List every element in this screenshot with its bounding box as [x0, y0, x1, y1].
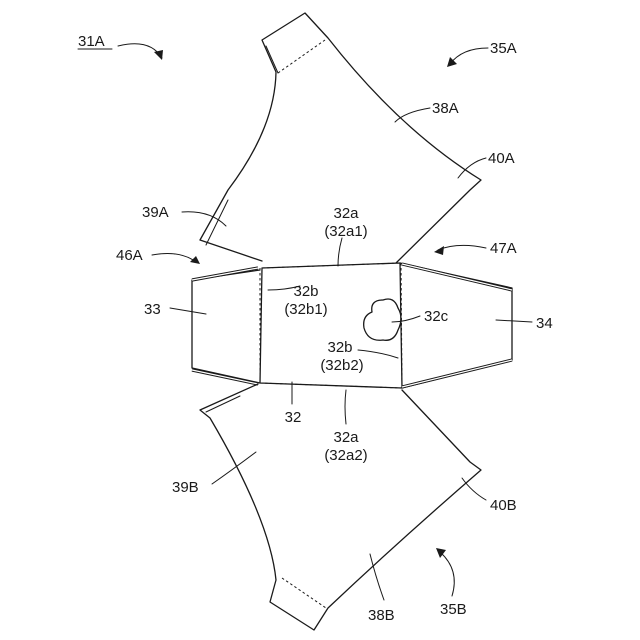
upper-flap-tab-line [266, 46, 278, 73]
lower-flap-fold-line [282, 578, 326, 608]
label-32a-top: 32a [333, 205, 359, 222]
right-panel-34 [400, 263, 512, 388]
arrow-46A [190, 256, 200, 264]
leader-40B [462, 478, 486, 500]
label-32c: 32c [424, 308, 449, 325]
label-32b-bot: 32b [327, 339, 352, 356]
label-32a1: (32a1) [324, 223, 367, 240]
arrow-47A [434, 246, 444, 255]
label-32a2: (32a2) [324, 447, 367, 464]
upper-flap-fold-line [278, 40, 325, 73]
label-32b-top: 32b [293, 283, 318, 300]
label-32b1: (32b1) [284, 301, 327, 318]
leader-33 [170, 308, 206, 314]
leader-47A [438, 245, 486, 250]
leader-35A [450, 48, 488, 64]
label-34: 34 [536, 315, 553, 332]
figure-label-31A: 31A [78, 33, 105, 50]
label-32b2: (32b2) [320, 357, 363, 374]
lower-flap-edge-inner [206, 396, 240, 412]
leader-32a2 [345, 390, 346, 424]
label-35A: 35A [490, 40, 517, 57]
label-40A: 40A [488, 150, 515, 167]
label-32: 32 [285, 409, 302, 426]
left-panel-double-bot-inner [192, 370, 258, 384]
leader-32a1 [338, 238, 342, 266]
leader-46A [152, 254, 196, 262]
leader-32c [392, 316, 420, 322]
label-35B: 35B [440, 601, 467, 618]
left-panel-double-top-inner [192, 268, 258, 280]
label-46A: 46A [116, 247, 143, 264]
label-33: 33 [144, 301, 161, 318]
central-bottom-dashed [260, 383, 402, 388]
right-panel-double-bot-inner [402, 360, 512, 387]
label-38B: 38B [368, 607, 395, 624]
opening-32c [364, 299, 401, 340]
leader-38A [395, 108, 430, 122]
lower-flap-outline [200, 384, 481, 630]
leader-35B [440, 552, 454, 596]
label-39B: 39B [172, 479, 199, 496]
label-39A: 39A [142, 204, 169, 221]
leader-34 [496, 320, 532, 322]
label-47A: 47A [490, 240, 517, 257]
leader-38B [370, 554, 384, 600]
label-40B: 40B [490, 497, 517, 514]
left-panel-33 [192, 270, 260, 383]
right-panel-double-top-inner [402, 264, 512, 290]
leader-32b2 [358, 350, 398, 358]
arrow-31A [154, 50, 163, 60]
label-38A: 38A [432, 100, 459, 117]
leader-39B [212, 452, 256, 484]
label-32a-bot: 32a [333, 429, 359, 446]
leader-31A [118, 44, 162, 58]
leader-39A [182, 212, 226, 226]
